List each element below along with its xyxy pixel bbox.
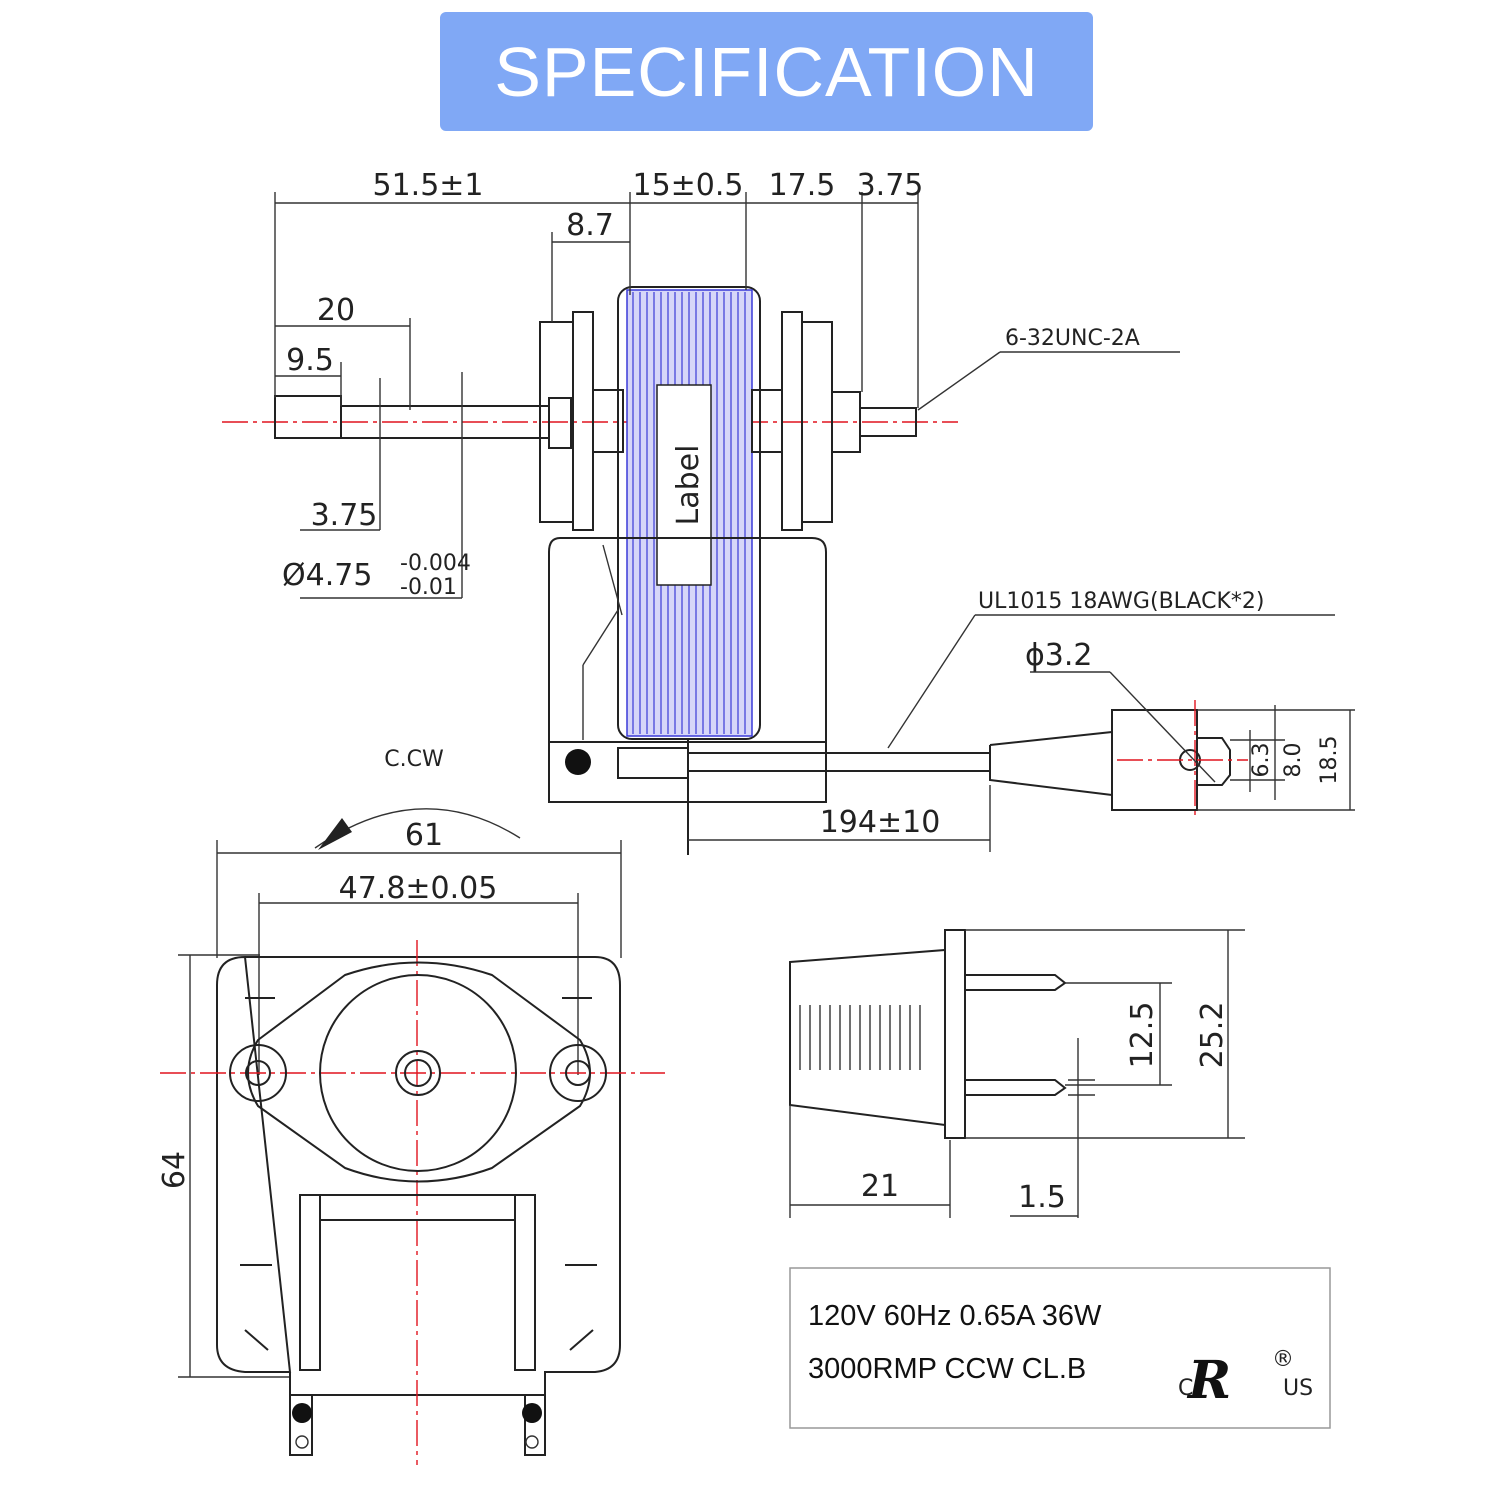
- side-view: Label: [222, 286, 1248, 855]
- left-hub: [592, 389, 624, 453]
- dim-25-2: 25.2: [1195, 1002, 1230, 1069]
- dim-47-8: 47.8±0.05: [339, 871, 498, 906]
- rotation-label: C.CW: [384, 747, 444, 772]
- right-hub: [751, 389, 783, 453]
- rating-line-1: 120V 60Hz 0.65A 36W: [808, 1300, 1102, 1332]
- dim-shaft-tol-lower: -0.01: [400, 575, 457, 600]
- dim-shaft-tol-upper: -0.004: [400, 551, 471, 576]
- shaft-end: [395, 1050, 441, 1096]
- label-text: Label: [671, 445, 706, 526]
- cert-c: C: [1178, 1376, 1193, 1401]
- dim-3-75-shaft: 3.75: [311, 498, 378, 533]
- dim-20: 20: [317, 293, 355, 328]
- cert-us: US: [1283, 1376, 1313, 1401]
- ul-mark: R: [1186, 1350, 1231, 1411]
- terminal-pin-top: [965, 974, 1067, 991]
- left-bushing: [548, 397, 572, 449]
- dim-8-7: 8.7: [566, 208, 614, 243]
- motor-frame: [548, 537, 827, 803]
- page-title: SPECIFICATION: [494, 32, 1039, 111]
- dim-6-3: 6.3: [1249, 743, 1274, 778]
- terminal-detail: 25.2 12.5 1.5 21: [789, 929, 1245, 1218]
- dim-15: 15±0.5: [632, 168, 743, 203]
- dim-17-5: 17.5: [769, 168, 836, 203]
- hole-callout: ϕ3.2: [1025, 638, 1093, 673]
- terminal-sleeve: [989, 730, 1113, 797]
- front-frame: [216, 955, 621, 1456]
- bearing-bracket: [247, 961, 591, 1183]
- dim-194: 194±10: [820, 805, 941, 840]
- terminal-pin-bottom: [965, 1079, 1067, 1096]
- dim-12-5: 12.5: [1125, 1002, 1160, 1069]
- right-shaft: [859, 407, 917, 437]
- dim-61: 61: [405, 818, 443, 853]
- dim-3-75-top: 3.75: [857, 168, 924, 203]
- side-view-dimensions: 51.5±1 15±0.5 17.5 3.75 8.7 20 9.5 3.75 …: [274, 168, 1355, 852]
- dim-51-5: 51.5±1: [372, 168, 483, 203]
- dim-1-5: 1.5: [1018, 1180, 1066, 1215]
- terminal-sleeve-detail: [789, 948, 946, 1127]
- dim-64: 64: [157, 1151, 192, 1189]
- shaft-flat-end: [274, 395, 342, 439]
- wire-callout: UL1015 18AWG(BLACK*2): [978, 589, 1264, 614]
- wire-grommet: [565, 749, 591, 775]
- dim-shaft-dia: Ø4.75: [282, 558, 372, 593]
- rating-label: 120V 60Hz 0.65A 36W 3000RMP CCW CL.B C R…: [789, 1267, 1331, 1429]
- title-banner: SPECIFICATION: [440, 12, 1093, 131]
- right-bracket: [781, 311, 803, 531]
- label-box: [656, 384, 712, 586]
- rating-box: [789, 1267, 1331, 1429]
- rating-line-2: 3000RMP CCW CL.B: [808, 1353, 1086, 1385]
- thread-callout: 6-32UNC-2A: [1005, 326, 1140, 351]
- rotor-housing: [319, 974, 517, 1172]
- front-view: C.CW 61 47.8±0.05 64: [157, 747, 665, 1465]
- left-bracket: [572, 311, 594, 531]
- cert-reg: ®: [1272, 1347, 1294, 1372]
- dim-18-5: 18.5: [1317, 736, 1342, 785]
- dim-8-0: 8.0: [1281, 743, 1306, 778]
- dim-21: 21: [861, 1169, 899, 1204]
- dim-9-5: 9.5: [286, 343, 334, 378]
